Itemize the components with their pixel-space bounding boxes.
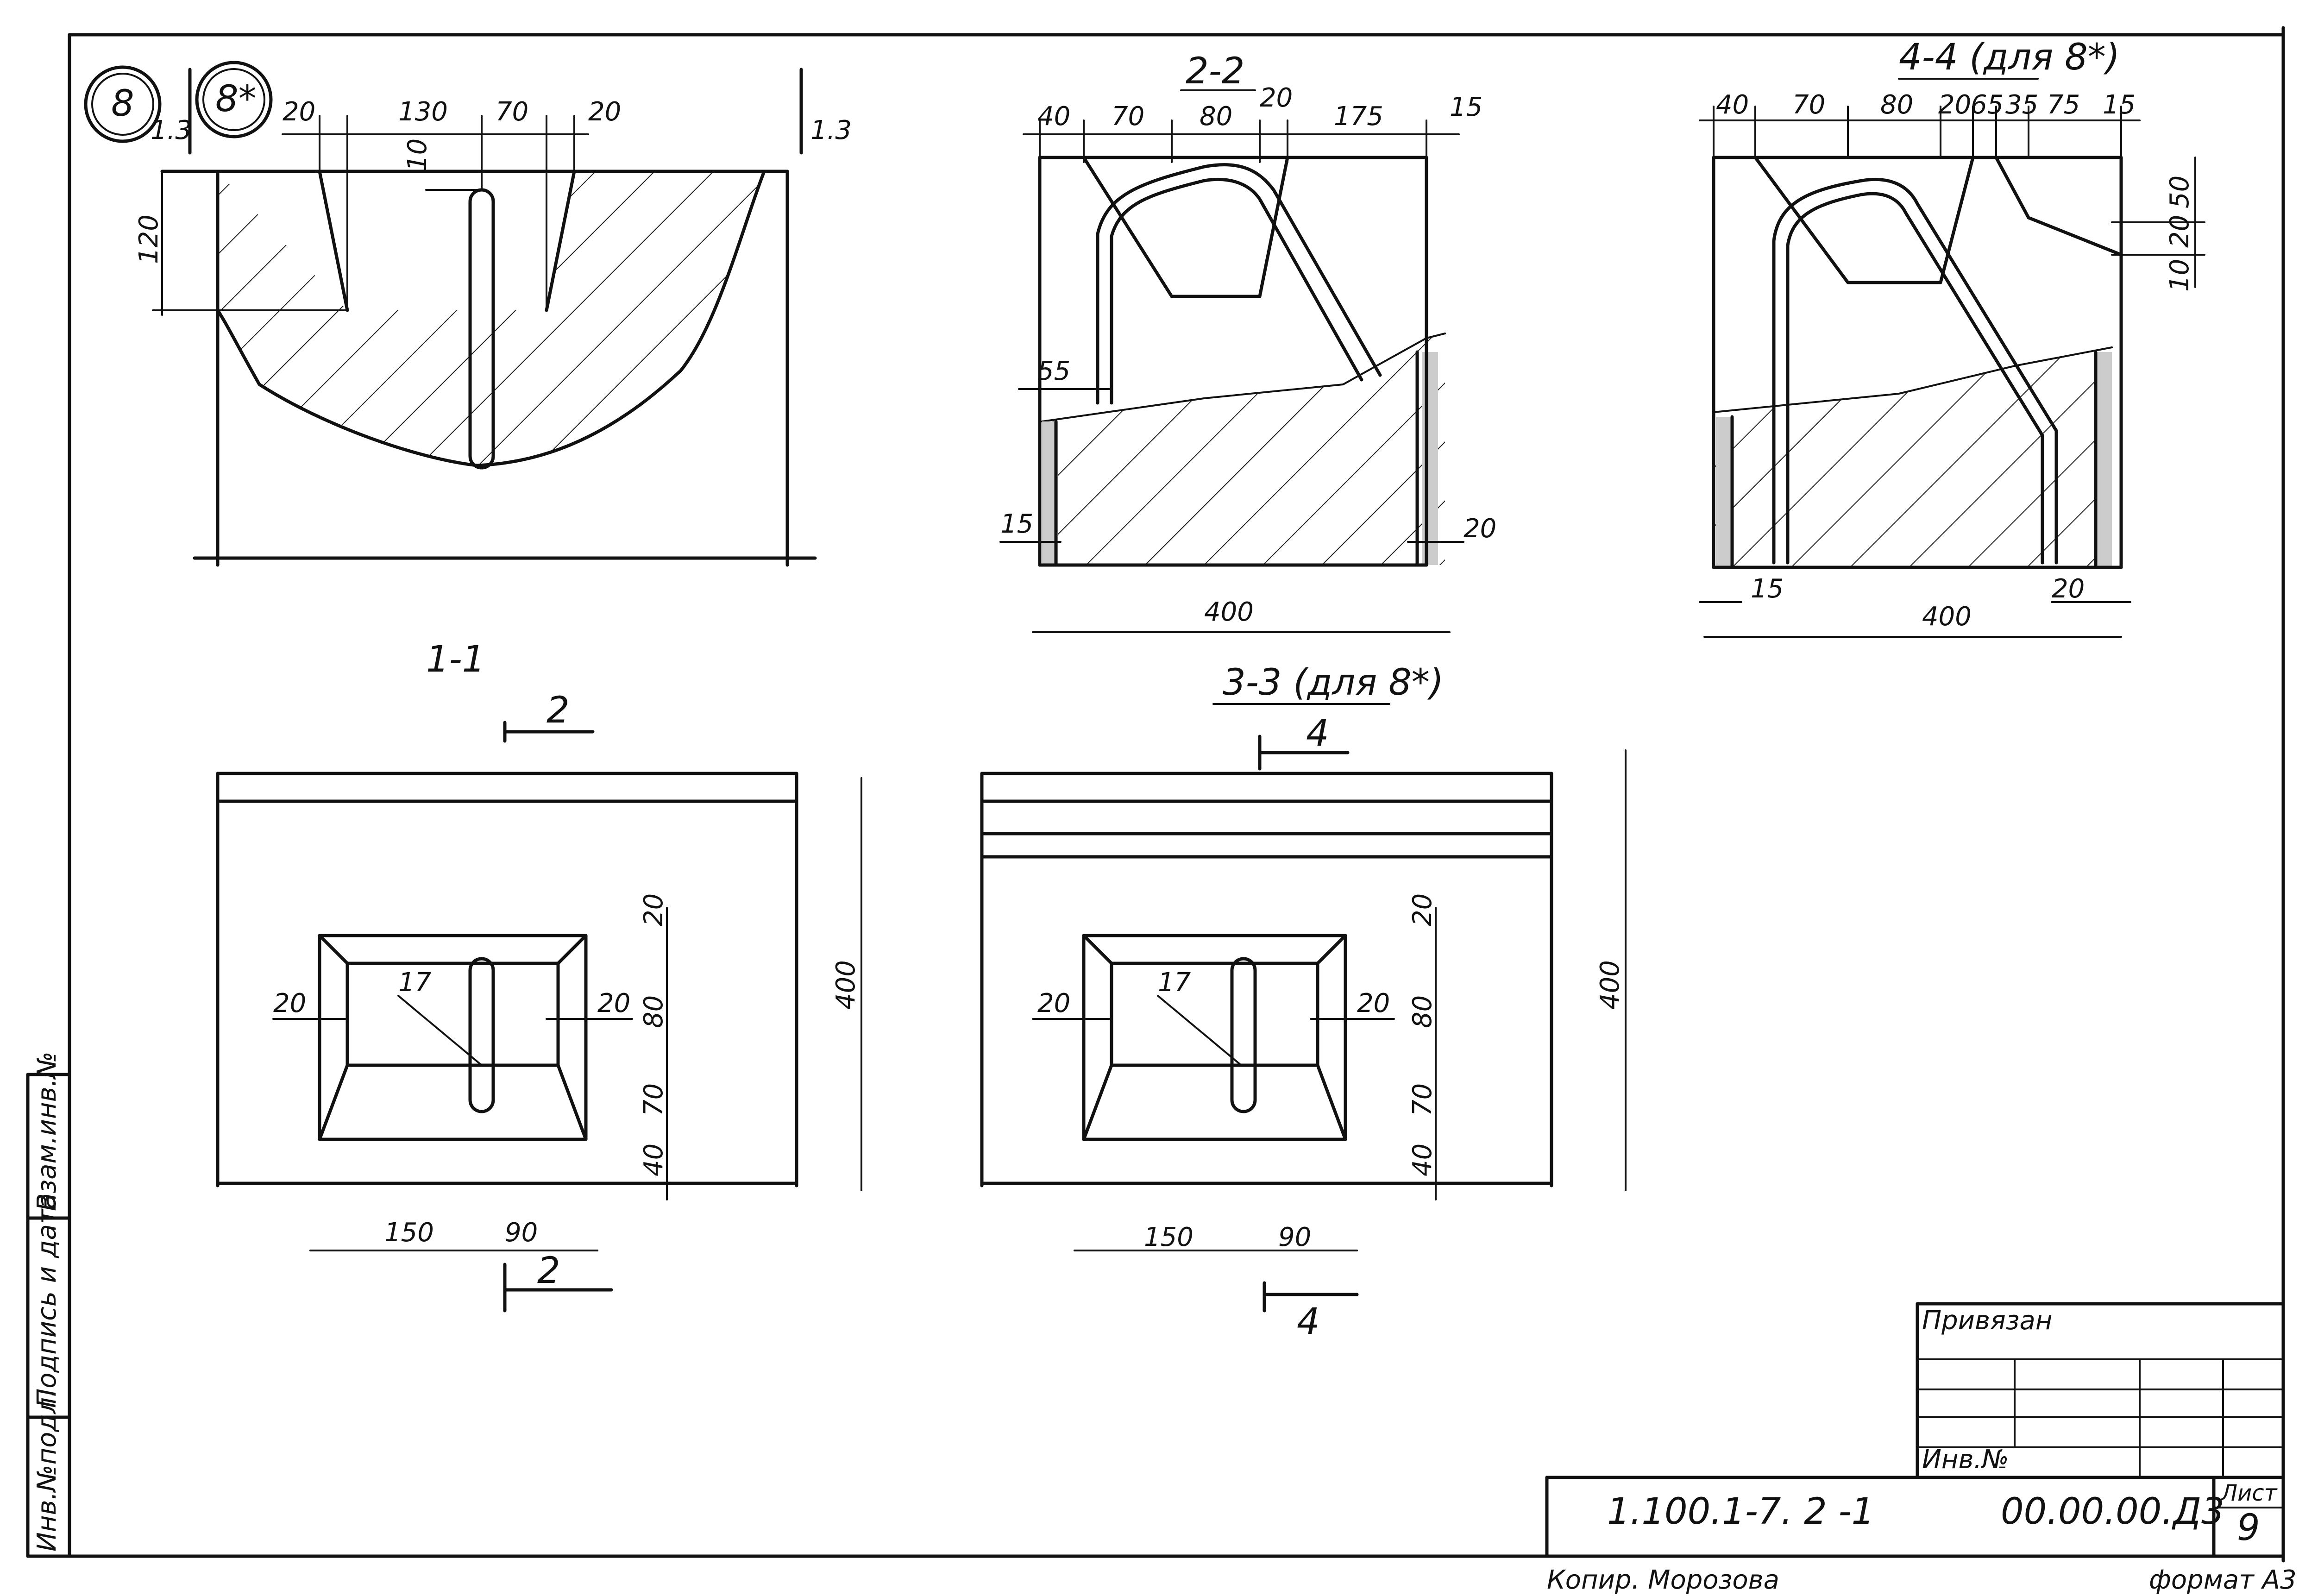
cut-4-bottom: 4 [1297, 1301, 1320, 1343]
section-1-1: 20 130 70 20 120 10 1.3 1.3 1-1 [134, 68, 852, 680]
dim-150: 150 [1144, 1222, 1193, 1252]
dim-70: 70 [1792, 90, 1825, 120]
dim-50: 50 [2165, 176, 2195, 208]
dim-150: 150 [384, 1218, 434, 1248]
label-3-3: 3-3 (для 8*) [1223, 662, 1444, 704]
dim-20-r: 20 [1407, 893, 1438, 926]
dim-40: 40 [1037, 101, 1070, 132]
dim-400: 400 [1595, 960, 1625, 1010]
dim-80: 80 [1200, 101, 1232, 132]
dim-70-r: 70 [639, 1083, 669, 1116]
dim-40-r: 40 [1407, 1144, 1438, 1176]
dim-55: 55 [1037, 356, 1070, 386]
dim-90: 90 [1278, 1222, 1311, 1252]
privyazan: Привязан [1922, 1306, 2052, 1336]
stamp-inv-podl: Инв.№подл. [32, 1389, 62, 1552]
dim-120: 120 [134, 214, 164, 264]
code-right: 00.00.00.Д3 [2001, 1491, 2224, 1533]
dim-65: 65 [1971, 90, 2004, 120]
dim-15-bottom: 15 [1751, 574, 1784, 604]
leader-17: 17 [1158, 968, 1191, 998]
marker-8: 8 [111, 83, 134, 125]
sheet-frame [26, 26, 2285, 1563]
dim-70: 70 [496, 97, 528, 127]
dim-400: 400 [1204, 597, 1254, 627]
dim-175: 175 [1334, 101, 1383, 132]
cut-4-top: 4 [1306, 713, 1329, 754]
label-2-2: 2-2 [1186, 50, 1244, 92]
section-3-3-title: 3-3 (для 8*) 4 [1212, 662, 1444, 771]
dim-20-bottom: 20 [1464, 514, 1496, 544]
dim-20-left: 20 [273, 988, 306, 1018]
dim-80-r: 80 [1407, 995, 1438, 1028]
dim-20-left: 20 [1037, 988, 1070, 1018]
dim-20-r: 20 [2165, 215, 2195, 248]
sheet-label: Лист [2220, 1480, 2278, 1506]
dim-10: 10 [402, 138, 433, 171]
dim-35: 35 [2005, 90, 2038, 120]
dim-20-inner: 20 [1357, 988, 1390, 1018]
dim-10-r: 10 [2165, 259, 2195, 292]
stamp-podpis-data: Подпись и дата [32, 1193, 62, 1408]
marker-8-star: 8* [215, 78, 257, 120]
dim-400: 400 [831, 960, 861, 1010]
copied-by: Копир. Морозова [1547, 1565, 1779, 1595]
code-left: 1.100.1-7. 2 -1 [1607, 1491, 1874, 1533]
inv-no: Инв.№ [1922, 1445, 2009, 1475]
dim-90: 90 [505, 1218, 538, 1248]
leader-17: 17 [398, 968, 432, 998]
plan-left: 2 17 20 20 20 80 70 40 400 150 90 2 [216, 690, 862, 1313]
label-4-4: 4-4 (для 8*) [1899, 37, 2120, 78]
dim-20-inner: 20 [597, 988, 630, 1018]
dim-20: 20 [1938, 90, 1971, 120]
dim-20-bottom: 20 [2052, 574, 2085, 604]
sheet-no: 9 [2237, 1507, 2260, 1549]
dim-20-left: 20 [283, 97, 315, 127]
dim-40-r: 40 [639, 1144, 669, 1176]
dim-70: 70 [1112, 101, 1144, 132]
format: формат А3 [2149, 1565, 2297, 1595]
label-1-1: 1-1 [426, 639, 485, 680]
dim-20: 20 [1260, 83, 1293, 113]
dim-75: 75 [2047, 90, 2080, 120]
dim-80-r: 80 [639, 995, 669, 1028]
position-markers: 8 8* [84, 61, 273, 143]
dim-15-bottom: 15 [1000, 509, 1033, 539]
cut-1-3-right: 1.3 [810, 115, 852, 145]
cut-2-top: 2 [546, 690, 570, 731]
dim-15: 15 [1450, 92, 1482, 122]
title-block: Привязан Инв.№ 1.100.1-7. 2 -1 00.00.00.… [1545, 1302, 2297, 1595]
dim-15: 15 [2103, 90, 2136, 120]
dim-400: 400 [1922, 602, 1972, 632]
stamp-vzam-inv: Взам.инв.№ [32, 1051, 62, 1211]
plan-right: 17 20 20 20 80 70 40 400 150 90 4 [980, 749, 1627, 1343]
cut-1-3-left: 1.3 [151, 115, 192, 145]
cut-2-bottom: 2 [537, 1250, 560, 1292]
dim-20-right: 20 [588, 97, 621, 127]
side-stamp: Инв.№подл. Подпись и дата Взам.инв.№ [26, 1051, 71, 1558]
dim-130: 130 [398, 97, 448, 127]
dim-80: 80 [1880, 90, 1913, 120]
section-4-4: 40 70 80 20 65 35 75 15 4-4 (для 8*) 50 … [1699, 37, 2205, 638]
section-2-2: 40 70 80 20 175 15 2-2 55 15 20 400 [999, 50, 1496, 633]
dim-20-r: 20 [639, 893, 669, 926]
dim-70-r: 70 [1407, 1083, 1438, 1116]
dim-40: 40 [1716, 90, 1749, 120]
